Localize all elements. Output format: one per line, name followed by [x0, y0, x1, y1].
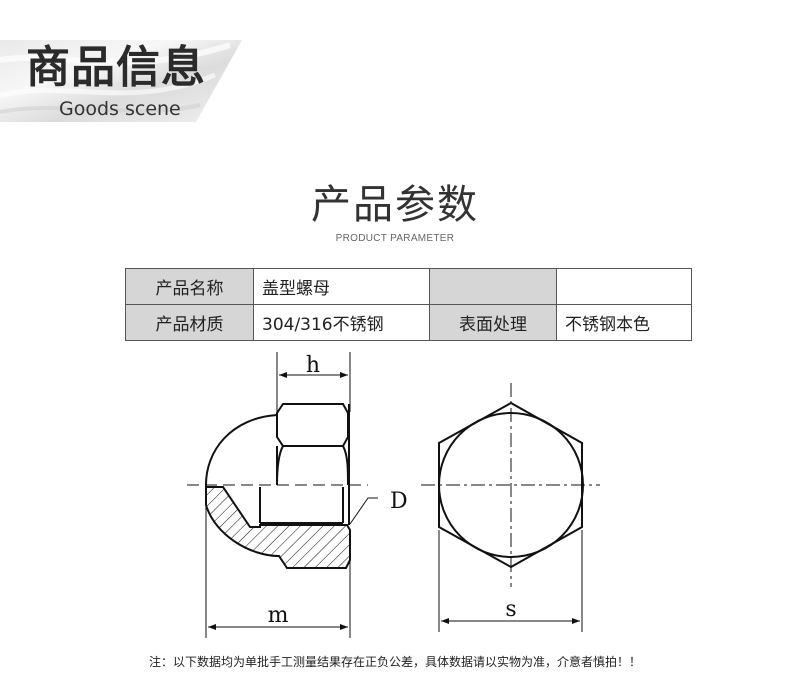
table-cell-value	[556, 268, 692, 305]
dim-label-m: m	[268, 603, 289, 628]
table-cell-label: 表面处理	[429, 304, 557, 341]
banner-background	[0, 40, 242, 122]
dim-label-d: D	[390, 489, 408, 514]
dim-label-h: h	[306, 353, 320, 378]
dim-label-s: s	[505, 597, 516, 622]
table-cell-label: 产品名称	[125, 268, 254, 305]
disclaimer-note: 注：以下数据均为单批手工测量结果存在正负公差，具体数据请以实物为准，介意者慎拍！…	[148, 655, 641, 669]
table-row: 产品名称 盖型螺母	[125, 268, 692, 305]
table-cell-label	[429, 268, 557, 305]
side-view-drawing	[187, 352, 378, 638]
header-title: 商品信息	[26, 42, 206, 93]
section-title: 产品参数	[311, 182, 479, 228]
table-cell-value: 盖型螺母	[253, 268, 430, 305]
header-subtitle: Goods scene	[59, 98, 181, 120]
table-cell-label: 产品材质	[125, 304, 254, 341]
table-cell-value: 不锈钢本色	[556, 304, 692, 341]
header-banner	[0, 40, 242, 122]
table-row: 产品材质 304/316不锈钢 表面处理 不锈钢本色	[125, 304, 692, 341]
parameter-table: 产品名称 盖型螺母 产品材质 304/316不锈钢 表面处理 不锈钢本色	[125, 268, 692, 341]
top-view-drawing	[421, 383, 600, 632]
section-subtitle: PRODUCT PARAMETER	[335, 233, 455, 244]
table-cell-value: 304/316不锈钢	[253, 304, 430, 341]
